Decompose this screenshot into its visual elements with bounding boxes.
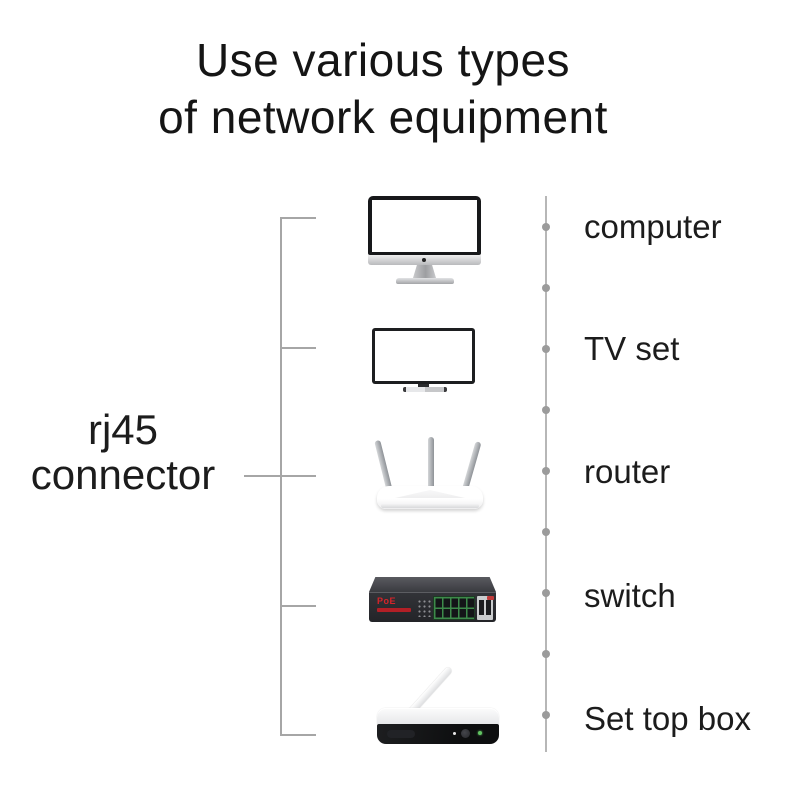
switch-top-face	[369, 577, 496, 592]
set-top-box-indicator-dot	[453, 732, 456, 735]
device-label-computer: computer	[584, 208, 722, 245]
router-antenna-middle	[428, 437, 434, 490]
computer-chin	[368, 255, 481, 265]
rj45-connector-label: rj45 connector	[0, 407, 246, 497]
page-title: Use various types of network equipment	[0, 32, 766, 146]
device-label-router: router	[584, 453, 671, 490]
device-label-tv-set: TV set	[584, 330, 680, 367]
rj45-label-line1: rj45	[87, 406, 159, 453]
tv-stand-bar	[403, 387, 447, 392]
switch-uplink-ports	[477, 596, 493, 620]
set-top-box-lens	[387, 730, 415, 738]
set-top-box-green-led	[478, 731, 482, 735]
router-antenna-left	[374, 439, 393, 493]
set-top-box-front-panel	[377, 724, 499, 744]
bracket-stub-switch	[280, 605, 316, 607]
router-body	[377, 486, 483, 509]
tv-frame	[372, 328, 475, 384]
computer-stand-neck	[413, 265, 436, 278]
computer-screen	[368, 196, 481, 255]
switch-port-bank	[433, 596, 475, 620]
rj45-label-line2: connector	[30, 451, 216, 498]
bracket-stub-router	[244, 475, 316, 477]
bracket-stub-settopbox	[280, 734, 316, 736]
guide-dot	[542, 711, 550, 719]
guide-dot	[542, 223, 550, 231]
page-title-line1: Use various types	[195, 34, 571, 86]
computer-stand-base	[396, 278, 454, 284]
tv-illustration	[372, 328, 475, 392]
set-top-box-button	[461, 729, 470, 738]
guide-dot	[542, 589, 550, 597]
logo-dot-icon	[422, 258, 426, 262]
switch-illustration: PoE	[369, 577, 496, 622]
device-label-switch: switch	[584, 577, 676, 614]
guide-dot	[542, 467, 550, 475]
guide-dot	[542, 284, 550, 292]
bracket-stub-tv	[280, 347, 316, 349]
poe-text: PoE	[377, 596, 397, 606]
router-illustration	[374, 437, 483, 513]
switch-led-grid	[417, 599, 432, 617]
device-label-set-top-box: Set top box	[584, 700, 751, 737]
bracket-stub-computer	[280, 217, 316, 219]
set-top-box-illustration	[377, 652, 499, 744]
tv-stand-neck	[418, 384, 429, 388]
computer-illustration	[368, 196, 481, 288]
switch-front-panel: PoE	[369, 592, 496, 622]
page-title-line2: of network equipment	[158, 91, 608, 143]
guide-dot	[542, 345, 550, 353]
guide-dot	[542, 528, 550, 536]
guide-dot	[542, 406, 550, 414]
guide-dot	[542, 650, 550, 658]
set-top-box-top	[377, 708, 499, 724]
switch-red-badge	[487, 596, 494, 600]
poe-red-bar	[377, 608, 411, 612]
